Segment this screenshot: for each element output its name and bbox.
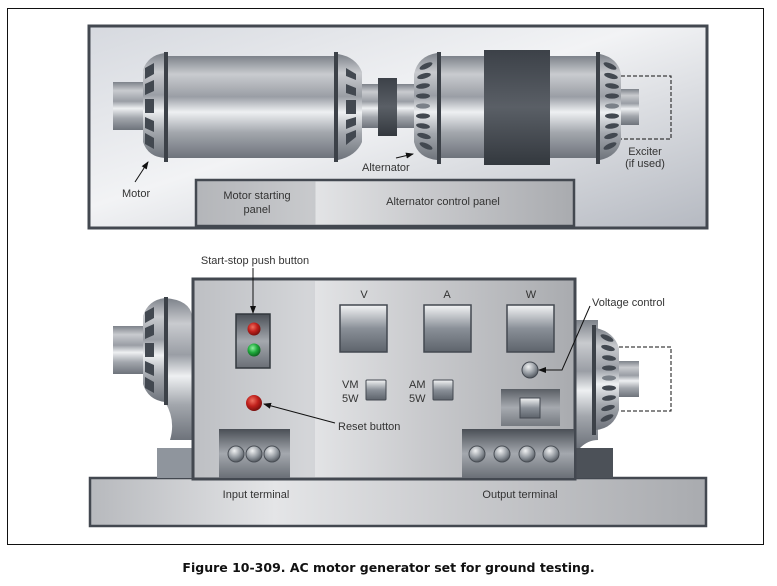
figure-caption: Figure 10-309. AC motor generator set fo… (182, 560, 595, 575)
exciter-label-line2: (if used) (625, 158, 665, 170)
reset-label: Reset button (338, 421, 400, 433)
output-terminal-1[interactable] (468, 445, 486, 463)
am-switch-label-line1: AM (409, 379, 426, 391)
front-exciter-vents (600, 334, 616, 422)
front-exciter-shaft (619, 361, 639, 397)
motor-arrow (134, 161, 149, 183)
output-terminal-3[interactable] (518, 445, 536, 463)
motor-flange-left (164, 52, 168, 162)
input-terminal-1[interactable] (227, 445, 245, 463)
voltage-control-label: Voltage control (592, 297, 665, 309)
motor-panel-label-line2: panel (244, 204, 271, 216)
wattmeter-label: W (526, 289, 537, 301)
motor-shaft (113, 82, 143, 130)
stop-button[interactable] (247, 322, 261, 336)
front-view: Input terminal Output terminal (88, 255, 708, 528)
alternator-arrow (395, 152, 414, 159)
ammeter (423, 304, 472, 353)
exciter-vents (603, 62, 619, 150)
alternator-flange-right (596, 52, 600, 164)
alternator-vents-left (416, 62, 433, 150)
alternator-stator-band (484, 50, 550, 165)
front-motor-shaft (113, 326, 143, 374)
alternator-flange-left (437, 52, 441, 164)
exciter-shaft (621, 89, 639, 125)
base-platform (88, 476, 708, 528)
alternator-label: Alternator (362, 162, 410, 174)
figure-frame (7, 8, 764, 545)
power-switch[interactable] (519, 397, 541, 419)
ammeter-label: A (443, 289, 451, 301)
motor-panel-label-line1: Motor starting (223, 190, 290, 202)
vm-switch-label-line1: VM (342, 379, 359, 391)
vm-selector-switch[interactable] (365, 379, 387, 401)
front-exciter-dashed-outline (619, 346, 672, 412)
input-terminal-2[interactable] (245, 445, 263, 463)
input-terminal-label: Input terminal (223, 489, 290, 501)
output-terminal-2[interactable] (493, 445, 511, 463)
voltage-control-arrow (538, 305, 591, 373)
front-motor-vents (145, 307, 154, 393)
front-motor-flange (164, 297, 168, 405)
motor-label: Motor (122, 188, 150, 200)
alternator-panel-label: Alternator control panel (386, 196, 500, 208)
voltmeter (339, 304, 388, 353)
motor-vents-left (145, 63, 154, 149)
voltmeter-label: V (360, 289, 368, 301)
coupling (378, 78, 397, 136)
front-alternator-body (573, 320, 598, 448)
motor-starting-panel (197, 181, 316, 225)
reset-arrow (263, 402, 336, 424)
top-view: Motor Alternator Exciter (if used) Motor… (87, 24, 709, 230)
voltage-control-knob[interactable] (521, 361, 539, 379)
reset-button[interactable] (246, 395, 262, 411)
am-switch-label-line2: 5W (409, 393, 426, 405)
output-terminal-label: Output terminal (482, 489, 557, 501)
input-terminal-3[interactable] (263, 445, 281, 463)
motor-vents-right (346, 68, 356, 145)
start-stop-label: Start-stop push button (201, 255, 309, 267)
exciter-label-line1: Exciter (628, 146, 662, 158)
motor-foot (157, 448, 193, 478)
output-terminal-4[interactable] (542, 445, 560, 463)
front-motor-body (165, 298, 192, 440)
start-stop-housing (235, 313, 271, 369)
start-button[interactable] (247, 343, 261, 357)
exciter-dashed-outline (621, 75, 672, 140)
motor-body (168, 56, 334, 158)
motor-flange-right (334, 52, 338, 162)
front-alternator-flange (592, 325, 596, 435)
vm-switch-label-line2: 5W (342, 393, 359, 405)
alternator-foot (575, 448, 613, 478)
wattmeter (506, 304, 555, 353)
am-selector-switch[interactable] (432, 379, 454, 401)
